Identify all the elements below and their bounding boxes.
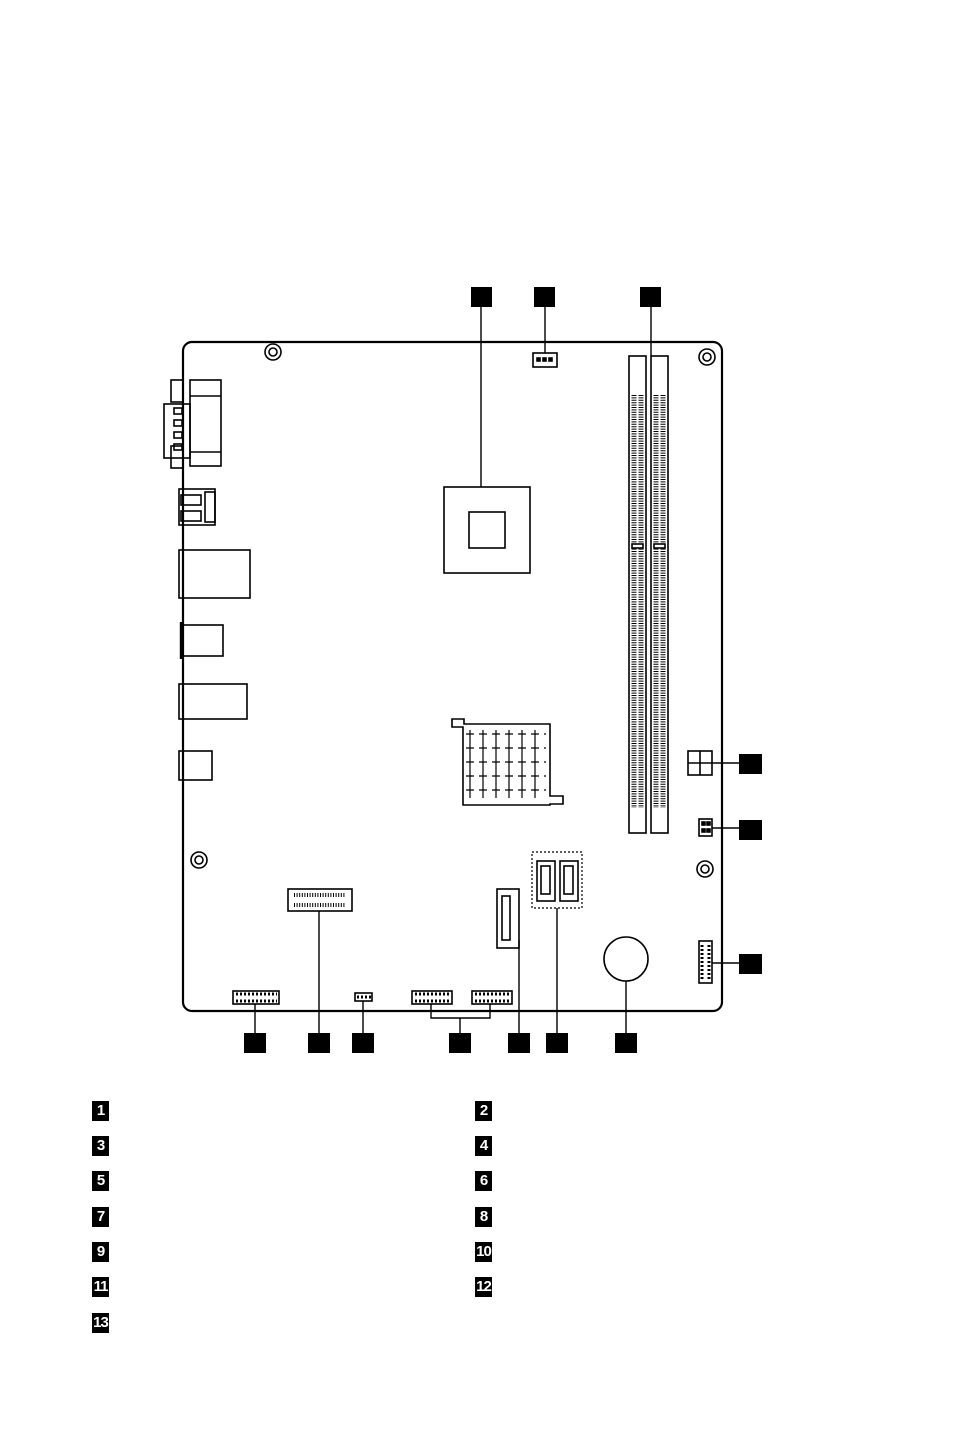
legend-number: 7: [92, 1207, 109, 1227]
callout-badge: [308, 1033, 330, 1053]
legend-number: 4: [475, 1136, 492, 1156]
callout-badge: [739, 820, 762, 840]
legend-number: 2: [475, 1101, 492, 1121]
callout-badge: [546, 1033, 568, 1053]
jumper: [699, 819, 712, 836]
callout-badge: [534, 287, 555, 307]
legend-number: 8: [475, 1207, 492, 1227]
legend-number: 5: [92, 1171, 109, 1191]
usb-port: [181, 622, 223, 659]
sata-connector-area: [532, 852, 582, 908]
legend-number: 13: [92, 1313, 109, 1333]
chipset-heatsink: [452, 719, 563, 805]
ethernet-usb-port: [179, 550, 250, 598]
callout-badge: [244, 1033, 266, 1053]
coin-battery: [604, 937, 648, 981]
mounting-hole: [191, 852, 207, 868]
usb-port-stack: [179, 684, 247, 719]
clear-cmos-jumper: [355, 993, 372, 1001]
usb-header: [412, 991, 452, 1004]
callout-badge: [640, 287, 661, 307]
callout-badge: [739, 954, 762, 974]
motherboard-diagram: [0, 0, 954, 1080]
legend-number: 3: [92, 1136, 109, 1156]
mini-pcie-slot: [497, 889, 519, 948]
front-panel-header: [699, 941, 712, 983]
callout-badge: [615, 1033, 637, 1053]
fan-connector: [533, 353, 557, 367]
legend-number: 1: [92, 1101, 109, 1121]
cpu-socket: [444, 487, 530, 573]
legend-number: 9: [92, 1242, 109, 1262]
callout-badge: [352, 1033, 374, 1053]
serial-header: [233, 991, 279, 1004]
mounting-hole: [699, 349, 715, 365]
display-port: [179, 489, 215, 525]
callout-badge: [739, 754, 762, 774]
mounting-hole: [265, 344, 281, 360]
memory-slot: [651, 356, 668, 833]
callout-badge: [449, 1033, 471, 1053]
memory-slot: [629, 356, 646, 833]
usb-header: [472, 991, 512, 1004]
legend-number: 12: [475, 1277, 492, 1297]
mounting-hole: [697, 861, 713, 877]
callout-badge: [471, 287, 492, 307]
legend-number: 6: [475, 1171, 492, 1191]
callout-badge: [508, 1033, 530, 1053]
legend-number: 10: [475, 1242, 492, 1262]
power-connector: [688, 751, 712, 775]
pcie-slot: [288, 889, 352, 911]
legend-number: 11: [92, 1277, 109, 1297]
serial-port: [164, 380, 221, 468]
